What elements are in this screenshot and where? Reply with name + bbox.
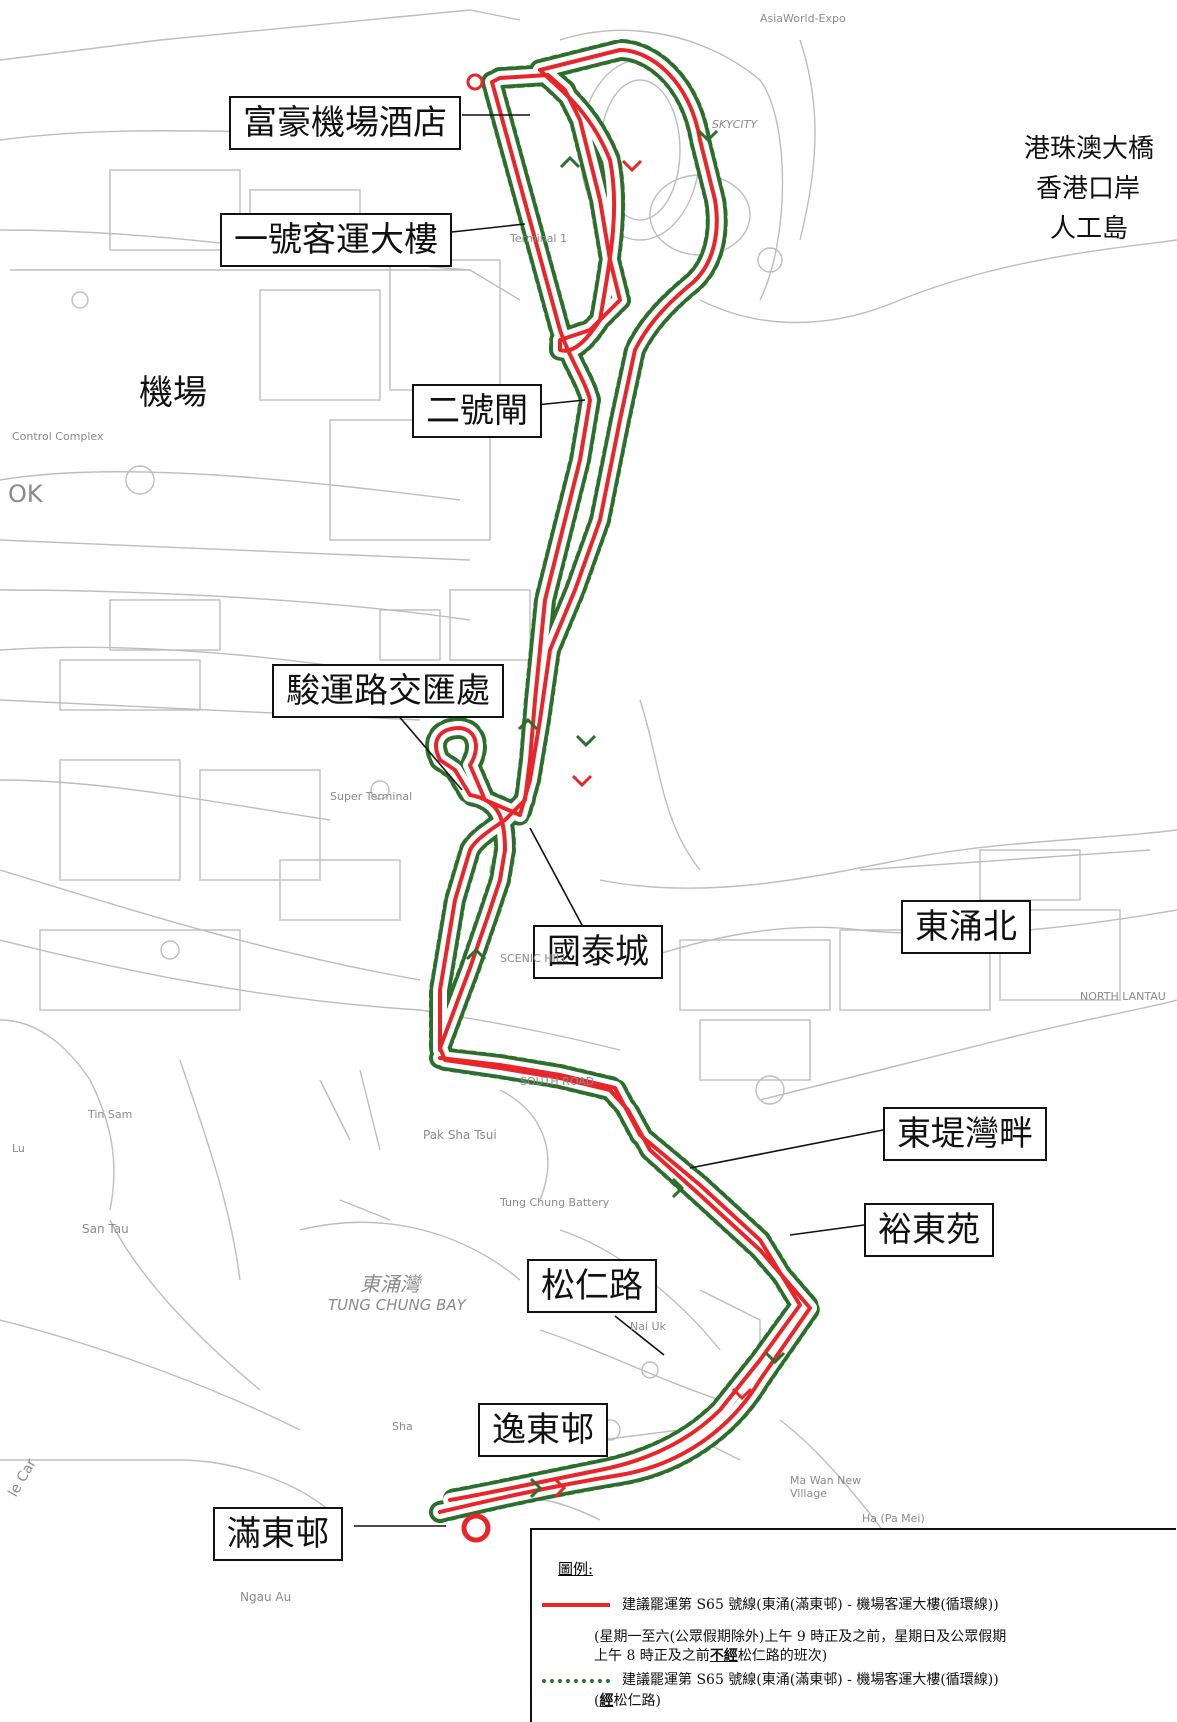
label-yat-tung-estate: 逸東邨: [478, 1403, 608, 1457]
area-airport: 機場: [139, 373, 207, 413]
bg-ngau-au: Ngau Au: [240, 1590, 292, 1604]
direction-arrow: [571, 774, 593, 788]
legend-green-note: (經松仁路): [594, 1692, 661, 1711]
direction-arrow: [764, 1351, 786, 1365]
label-regal-hotel: 富豪機場酒店: [229, 96, 461, 150]
bg-tung-chung-bay-cn: 東涌灣: [360, 1272, 420, 1296]
legend-title: 圖例:: [558, 1560, 594, 1578]
bg-tin-sam: Tin Sam: [88, 1108, 133, 1121]
area-hzmb-3: 人工島: [1050, 214, 1129, 244]
direction-arrow: [559, 155, 581, 169]
legend-note-2: 上午 8 時正及之前不經松仁路的班次): [594, 1647, 827, 1666]
area-hzmb-1: 港珠澳大橋: [1024, 134, 1155, 164]
legend-red-text: 建議罷運第 S65 號線(東涌(滿東邨) - 機場客運大樓(循環線)): [622, 1597, 999, 1613]
bg-tai-mei: Lu: [12, 1142, 25, 1155]
bg-hk: OK: [8, 480, 43, 508]
leader-lines: [354, 114, 884, 1527]
bg-south-road: SOUTH ROAD: [520, 1075, 595, 1088]
bg-san-tau: San Tau: [82, 1222, 129, 1236]
legend-note-2b: 不經: [709, 1648, 738, 1664]
route-line: [438, 1056, 802, 1502]
basemap: [0, 9, 1177, 1541]
label-mun-tung-estate: 滿東邨: [213, 1507, 343, 1561]
legend-note-2c: 松仁路的班次): [737, 1648, 828, 1664]
direction-arrow: [671, 1177, 685, 1199]
bg-scenic-hill: SCENIC HILL: [500, 952, 569, 965]
legend-green-note-c: 松仁路): [613, 1693, 661, 1709]
bg-pak-sha-tsui: Pak Sha Tsui: [423, 1128, 497, 1142]
legend-green-note-a: (: [594, 1693, 600, 1709]
route-line: [434, 48, 812, 1514]
direction-arrow: [621, 159, 643, 173]
direction-arrow: [517, 717, 539, 731]
legend-note-1: (星期一至六(公眾假期除外)上午 9 時正及之前，星期日及公眾假期: [594, 1629, 1007, 1645]
bg-hang-ha: Ha (Pa Mei): [862, 1512, 925, 1525]
label-junction: 駿運路交匯處: [272, 664, 504, 718]
legend-green-note-b: 經: [599, 1693, 614, 1709]
label-tung-chung-north: 東涌北: [901, 900, 1031, 954]
routes: [425, 39, 821, 1543]
bg-terminal1: Terminal 1: [510, 232, 567, 245]
bg-super-terminal: Super Terminal: [330, 790, 413, 803]
area-hzmb-2: 香港口岸: [1036, 174, 1141, 204]
label-chung-yan-road: 松仁路: [527, 1259, 657, 1313]
bg-north-lantau: NORTH LANTAU: [1080, 990, 1166, 1003]
legend-green-line-swatch: [542, 1679, 610, 1683]
bg-sha: Sha: [392, 1420, 413, 1433]
label-cathay-city: 國泰城: [533, 925, 663, 979]
legend-note-2a: 上午 8 時正及之前: [594, 1648, 710, 1664]
legend-red-line-swatch: [542, 1603, 610, 1607]
legend-green-text: 建議罷運第 S65 號線(東涌(滿東邨) - 機場客運大樓(循環線)): [622, 1672, 999, 1688]
direction-arrow: [731, 1387, 753, 1401]
bg-tung-chung-battery: Tung Chung Battery: [500, 1196, 610, 1209]
bg-asiaworld: AsiaWorld-Expo: [760, 12, 846, 25]
route-line: [438, 68, 622, 1052]
terminus-marker: [461, 1513, 491, 1543]
bg-skycity: SKYCITY: [712, 118, 758, 131]
direction-arrow: [465, 947, 487, 961]
terminus-marker: [466, 73, 484, 91]
direction-arrow: [575, 734, 597, 748]
label-gate2: 二號閘: [412, 384, 542, 438]
bg-tung-chung-bay-en: TUNG CHUNG BAY: [328, 1296, 466, 1314]
label-yu-tung-court: 裕東苑: [864, 1203, 994, 1257]
label-seaview-crescent: 東堤灣畔: [883, 1107, 1047, 1161]
label-terminal1: 一號客運大樓: [220, 213, 452, 267]
direction-arrow: [553, 1477, 567, 1499]
bg-ma-wan: Ma Wan New Village: [790, 1474, 862, 1500]
direction-arrow: [697, 129, 719, 143]
bg-nai-uk: Nai Uk: [630, 1320, 666, 1333]
legend: 圖例: 建議罷運第 S65 號線(東涌(滿東邨) - 機場客運大樓(循環線)) …: [530, 1528, 1176, 1722]
bg-control-complex: Control Complex: [12, 430, 104, 443]
direction-arrow: [529, 1477, 543, 1499]
